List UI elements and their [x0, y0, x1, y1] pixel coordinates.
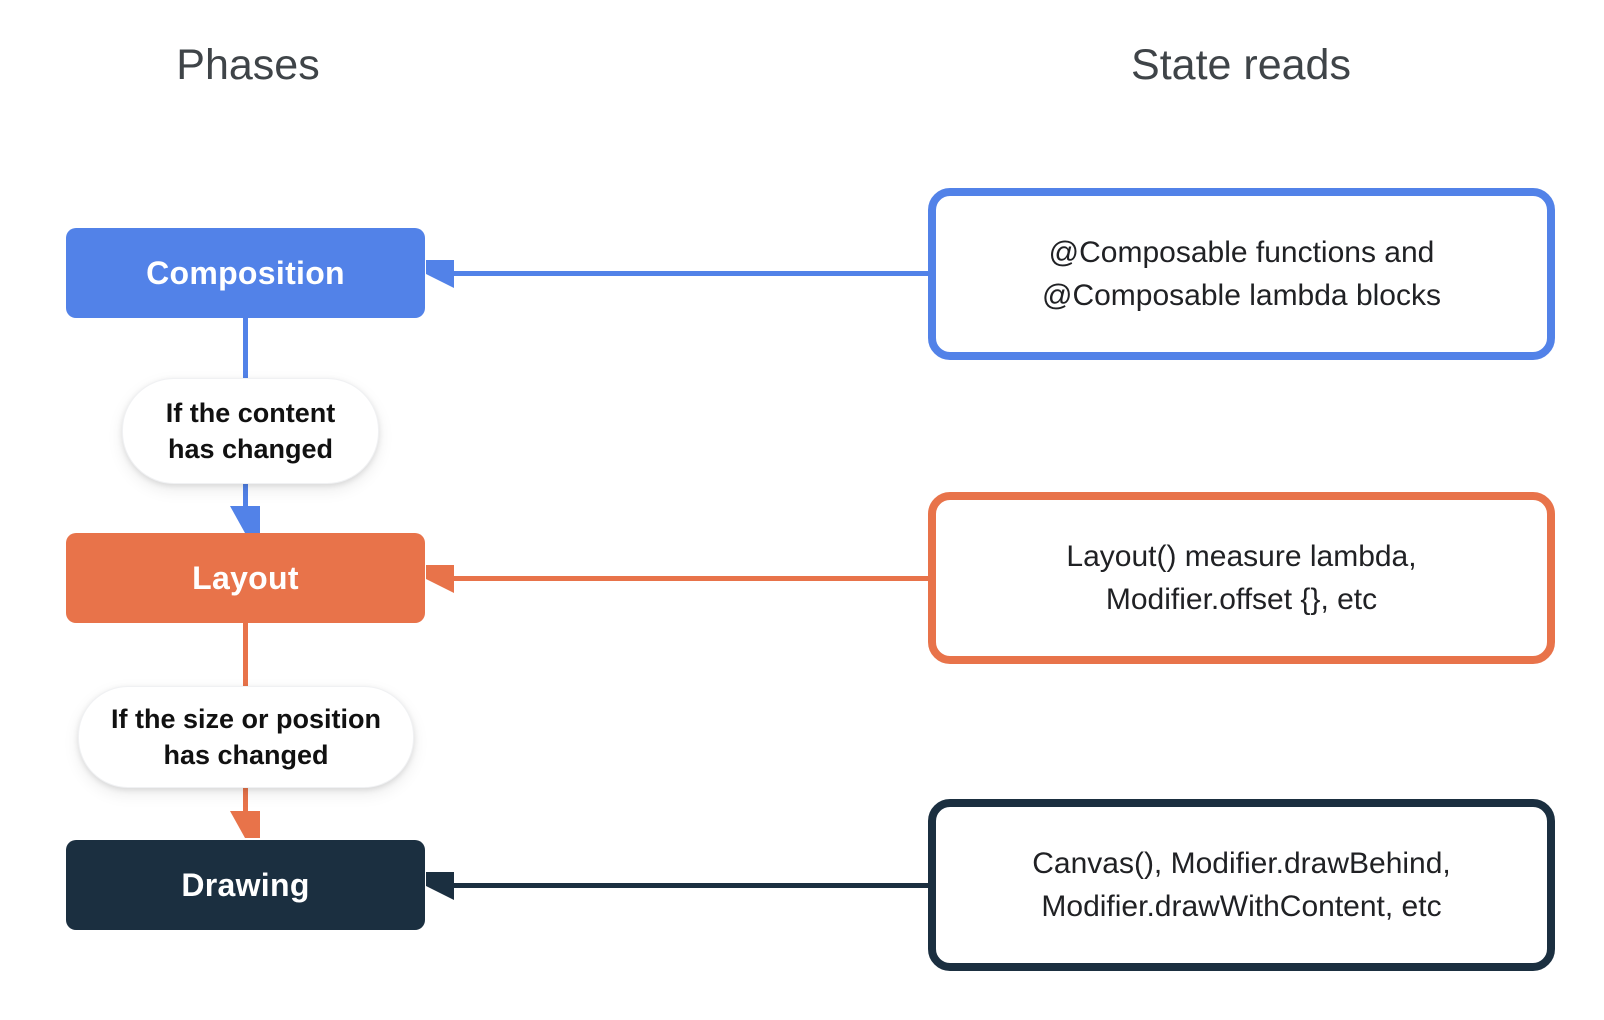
phase-label-drawing: Drawing: [181, 866, 310, 903]
condition-line: has changed: [167, 434, 334, 464]
phase-box-composition: Composition: [66, 228, 425, 318]
arrowhead-down-into-layout: [230, 506, 260, 533]
phase-box-layout: Layout: [66, 533, 425, 623]
state-reads-text: Layout() measure lambda,: [1066, 540, 1417, 573]
state-reads-text: Canvas(), Modifier.drawBehind,: [1032, 847, 1451, 880]
connector-statereads-to-drawing-line: [452, 883, 928, 888]
condition-bubble-size-position-changed: If the size or position has changed: [78, 686, 414, 788]
phase-label-composition: Composition: [146, 254, 345, 291]
arrowhead-left-into-drawing: [426, 872, 454, 900]
state-reads-box-composition: @Composable functions and @Composable la…: [928, 188, 1555, 360]
state-reads-text: @Composable lambda blocks: [1042, 279, 1441, 312]
state-reads-box-layout: Layout() measure lambda, Modifier.offset…: [928, 492, 1555, 664]
condition-line: If the content: [165, 398, 336, 428]
arrowhead-left-into-layout: [426, 565, 454, 593]
state-reads-column-title: State reads: [1131, 41, 1351, 89]
condition-line: If the size or position: [110, 704, 381, 734]
connector-statereads-to-composition-line: [452, 271, 928, 276]
state-reads-text: @Composable functions and: [1048, 236, 1435, 269]
state-reads-text: Modifier.drawWithContent, etc: [1041, 890, 1442, 923]
arrowhead-down-into-drawing: [230, 811, 260, 838]
phases-column-title: Phases: [176, 41, 320, 89]
state-reads-text: Modifier.offset {}, etc: [1105, 583, 1378, 616]
condition-line: has changed: [163, 740, 329, 770]
arrowhead-left-into-composition: [426, 260, 454, 288]
connector-statereads-to-layout-line: [452, 576, 928, 581]
phase-label-layout: Layout: [192, 559, 299, 596]
phase-box-drawing: Drawing: [66, 840, 425, 930]
condition-bubble-content-changed: If the content has changed: [122, 378, 379, 484]
state-reads-box-drawing: Canvas(), Modifier.drawBehind, Modifier.…: [928, 799, 1555, 971]
